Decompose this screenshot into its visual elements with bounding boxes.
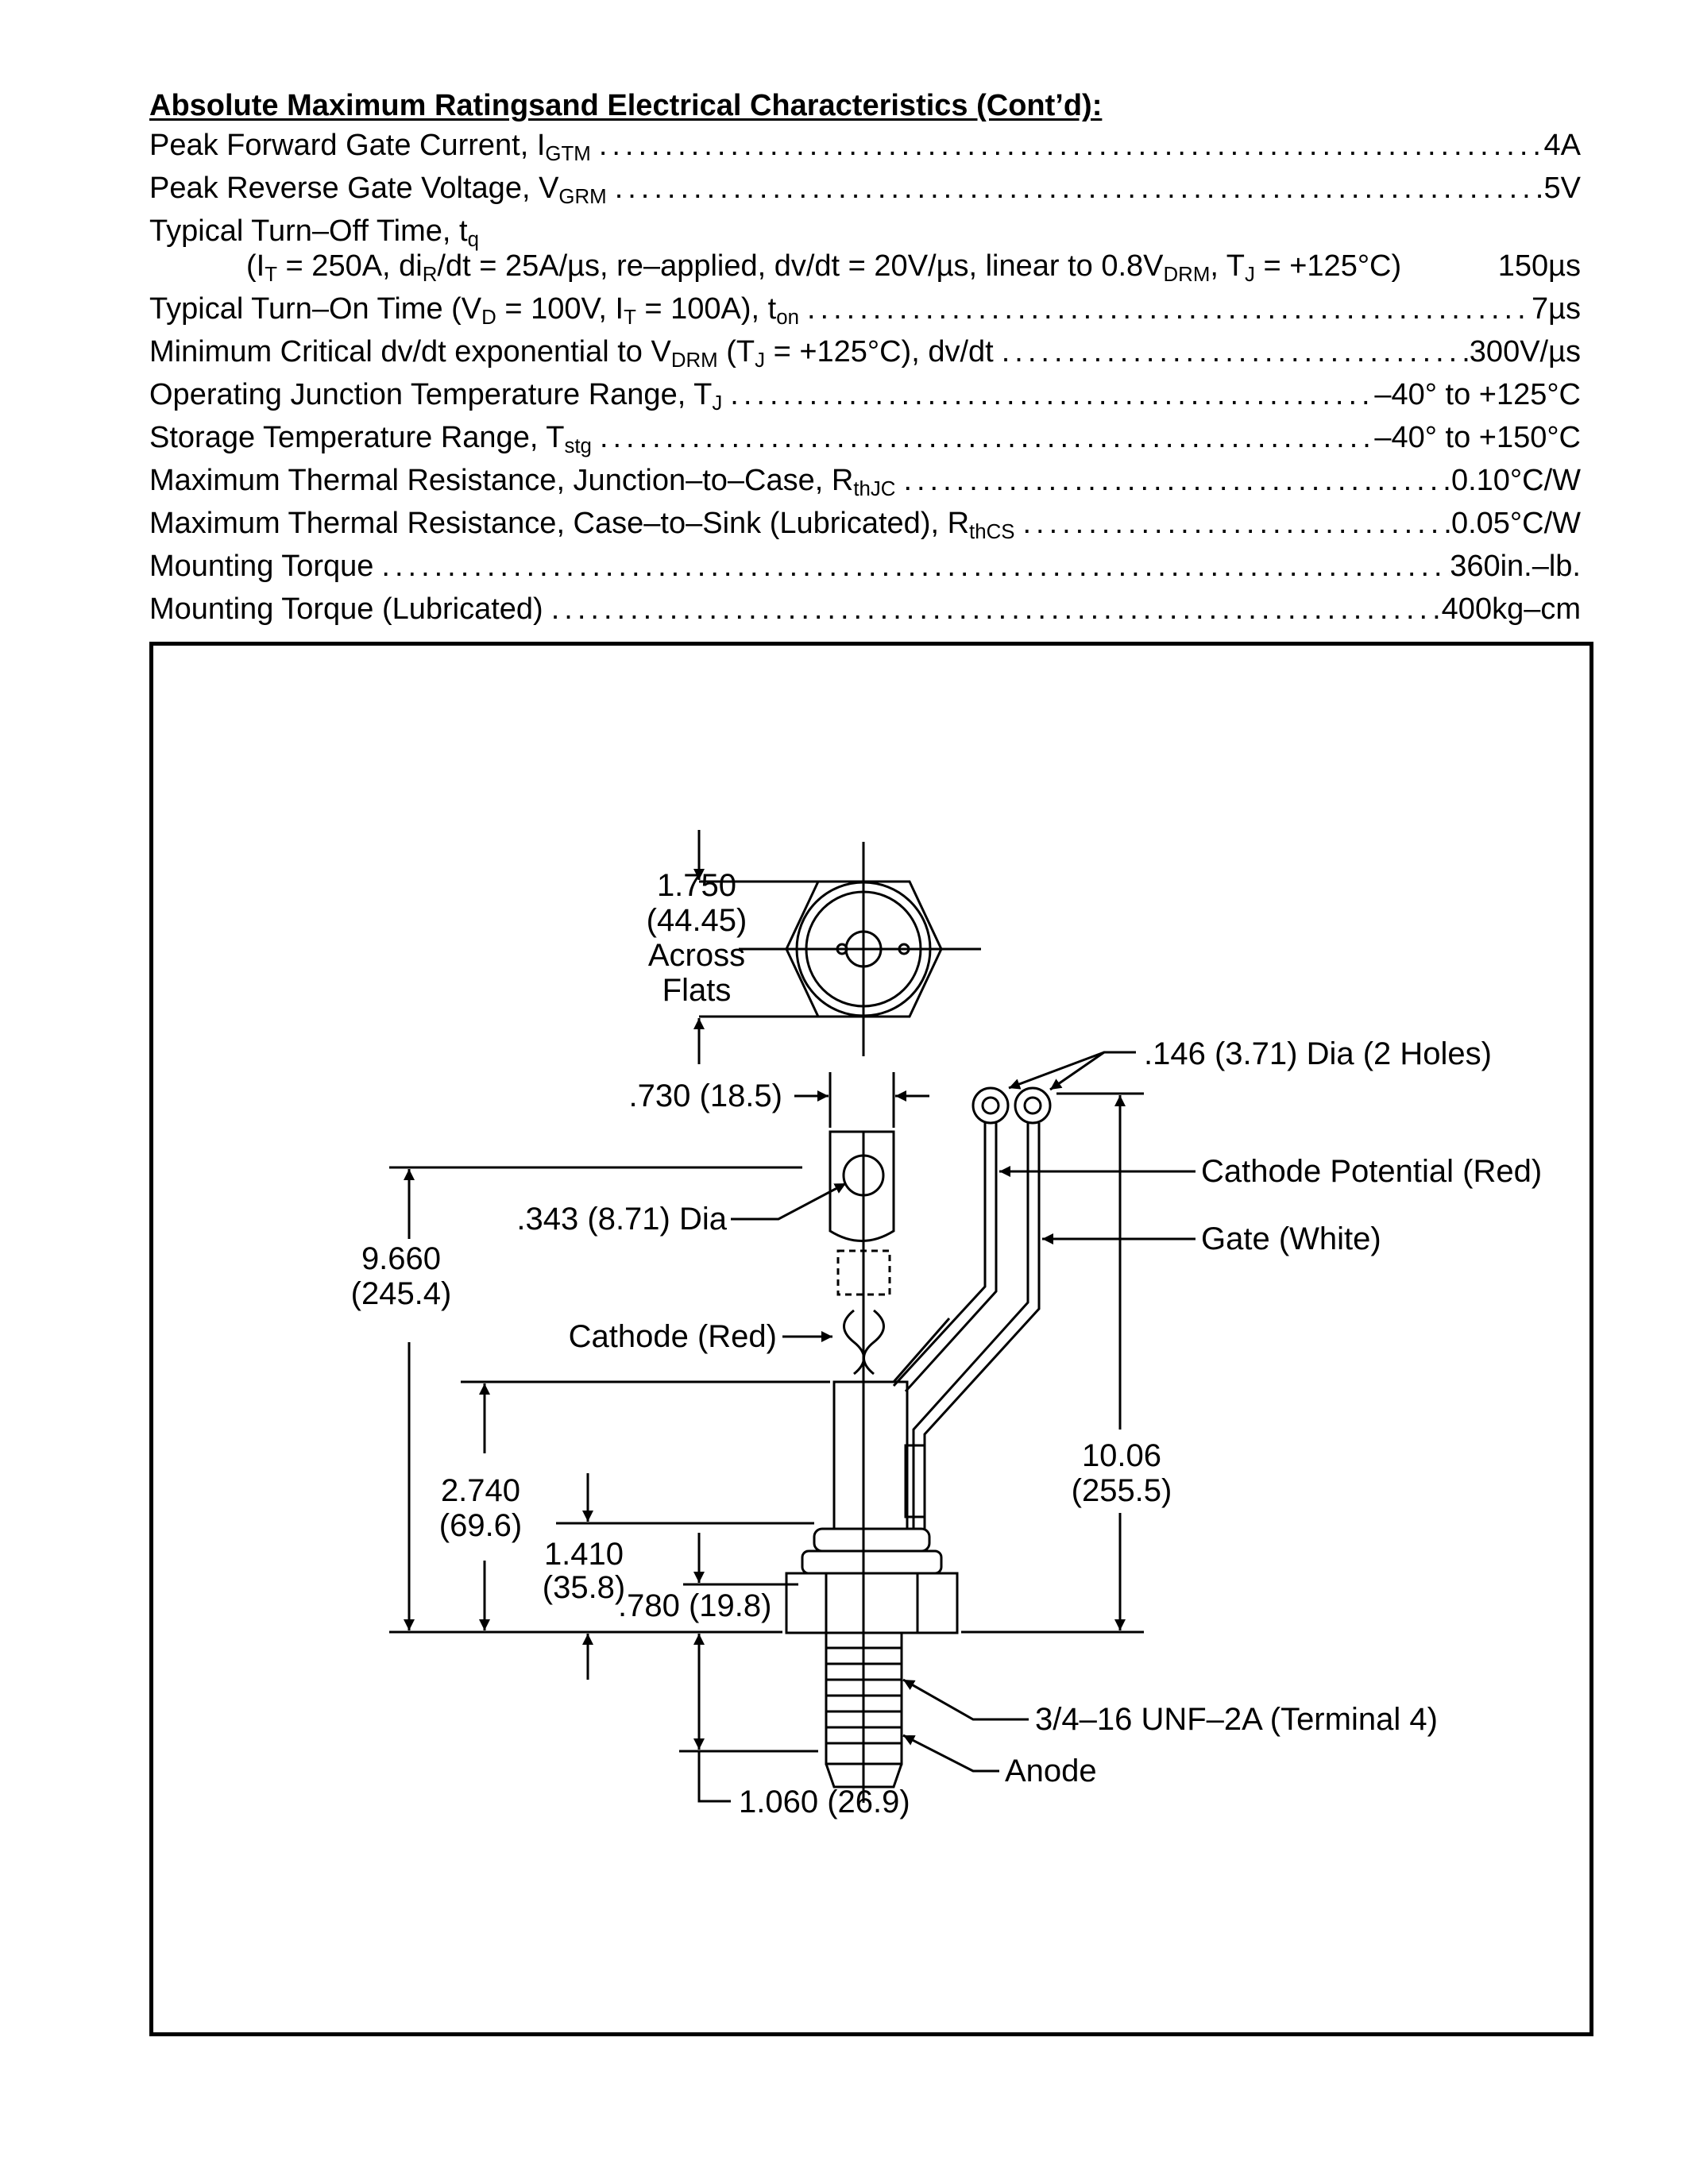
rating-value: 4A xyxy=(1543,129,1581,162)
lug-hole-label: .343 (8.71) Dia xyxy=(516,1202,727,1237)
leader-dots: ........................................… xyxy=(730,378,1375,411)
thyristor-body xyxy=(785,1380,959,1788)
stud-length-label: 1.060 (26.9) xyxy=(739,1785,910,1819)
rating-value: 400kg–cm xyxy=(1441,592,1581,626)
rating-label: Mounting Torque xyxy=(149,550,374,583)
rating-label: Peak Reverse Gate Voltage, VGRM xyxy=(149,172,607,209)
anode-leader xyxy=(902,1734,999,1773)
rating-value: 150µs xyxy=(1497,249,1581,283)
across-flats-dimension xyxy=(693,830,818,1064)
across-flats-label: Across xyxy=(648,938,745,973)
body-height-label: 2.740 xyxy=(441,1473,520,1508)
across-flats-label: (44.45) xyxy=(647,903,747,938)
leader-dots: ........................................… xyxy=(806,292,1532,326)
overall-length-right-label: 10.06 xyxy=(1082,1438,1161,1473)
leader-dots: ........................................… xyxy=(614,172,1544,205)
across-flats-label: Flats xyxy=(662,973,732,1008)
outline-drawing-frame xyxy=(149,642,1593,2036)
leader-dots: ........................................… xyxy=(1022,507,1451,540)
lug-width-label: .730 (18.5) xyxy=(629,1078,782,1113)
lug-hole-leader xyxy=(731,1182,847,1221)
rating-row: Minimum Critical dv/dt exponential to VD… xyxy=(149,335,1581,375)
rating-label: Typical Turn–On Time (VD = 100V, IT = 10… xyxy=(149,292,799,330)
rating-row: Peak Reverse Gate Voltage, VGRM ........… xyxy=(149,172,1581,211)
rating-value: –40° to +125°C xyxy=(1374,378,1581,411)
rating-row: Typical Turn–Off Time, tq xyxy=(149,214,1581,254)
rating-label: Typical Turn–Off Time, tq xyxy=(149,214,479,252)
rating-row: Mounting Torque ........................… xyxy=(149,550,1581,589)
leader-dots: ........................................… xyxy=(599,421,1375,454)
thread-leader xyxy=(902,1678,1029,1721)
top-view-hex-nut xyxy=(739,842,981,1056)
across-flats-label: 1.750 xyxy=(657,868,736,903)
anode-label: Anode xyxy=(1005,1754,1097,1788)
rating-value: 0.10°C/W xyxy=(1450,464,1581,497)
rating-value: –40° to +150°C xyxy=(1374,421,1581,454)
overall-length-right-dimension xyxy=(961,1092,1144,1634)
overall-length-left-label: 9.660 xyxy=(361,1241,441,1276)
terminal-lug xyxy=(829,1130,895,1803)
rating-row-conditions: (IT = 250A, diR/dt = 25A/µs, re–applied,… xyxy=(246,249,1581,289)
rating-label: Maximum Thermal Resistance, Case–to–Sink… xyxy=(149,507,1015,544)
rating-row: Typical Turn–On Time (VD = 100V, IT = 10… xyxy=(149,292,1581,332)
overall-length-right-label: (255.5) xyxy=(1072,1473,1172,1508)
rating-row: Peak Forward Gate Current, IGTM ........… xyxy=(149,129,1581,168)
rating-row: Operating Junction Temperature Range, TJ… xyxy=(149,378,1581,418)
gate-label: Gate (White) xyxy=(1201,1221,1381,1256)
gate-cathode-leads xyxy=(892,1086,1052,1529)
rating-row: Mounting Torque (Lubricated) ...........… xyxy=(149,592,1581,632)
rating-row: Storage Temperature Range, Tstg ........… xyxy=(149,421,1581,461)
hole-dia-leader xyxy=(1008,1051,1105,1090)
body-height-label: (69.6) xyxy=(439,1508,523,1543)
hole-dia-label: .146 (3.71) Dia (2 Holes) xyxy=(1144,1036,1492,1071)
rating-value: 7µs xyxy=(1531,292,1581,326)
thread-label: 3/4–16 UNF–2A (Terminal 4) xyxy=(1035,1702,1438,1737)
hex-height-dimension xyxy=(556,1473,814,1684)
section-heading: Absolute Maximum Ratingsand Electrical C… xyxy=(149,89,1103,122)
rating-row: Maximum Thermal Resistance, Case–to–Sink… xyxy=(149,507,1581,546)
leader-dots: ........................................… xyxy=(598,129,1544,162)
rating-label: Maximum Thermal Resistance, Junction–to–… xyxy=(149,464,896,501)
stud-length-dimension xyxy=(679,1684,818,1803)
hex-height2-label: .780 (19.8) xyxy=(618,1588,771,1623)
rating-label: (IT = 250A, diR/dt = 25A/µs, re–applied,… xyxy=(246,249,1402,287)
body-height-dimension xyxy=(461,1380,830,1630)
rating-value: 360in.–lb. xyxy=(1450,550,1581,583)
leader-dots: ........................................… xyxy=(381,550,1450,583)
leader-dots: ........................................… xyxy=(1001,335,1470,369)
rating-label: Operating Junction Temperature Range, TJ xyxy=(149,378,723,415)
rating-value: 5V xyxy=(1543,172,1581,205)
rating-value: 0.05°C/W xyxy=(1450,507,1581,540)
rating-label: Peak Forward Gate Current, IGTM xyxy=(149,129,591,166)
rating-label: Minimum Critical dv/dt exponential to VD… xyxy=(149,335,994,372)
hex-height-label: 1.410 xyxy=(544,1537,624,1572)
leader-dots: ........................................… xyxy=(903,464,1451,497)
rating-row: Maximum Thermal Resistance, Junction–to–… xyxy=(149,464,1581,504)
rating-label: Storage Temperature Range, Tstg xyxy=(149,421,592,458)
hole-dia-leader xyxy=(1049,1051,1136,1091)
lug-width-dimension xyxy=(794,1072,929,1128)
cathode-potential-label: Cathode Potential (Red) xyxy=(1201,1154,1542,1189)
rating-value: 300V/µs xyxy=(1469,335,1581,369)
overall-length-left-label: (245.4) xyxy=(351,1276,452,1311)
leader-dots: ........................................… xyxy=(550,592,1442,626)
hex-height-label: (35.8) xyxy=(543,1570,626,1605)
cathode-label: Cathode (Red) xyxy=(569,1319,777,1354)
rating-label: Mounting Torque (Lubricated) xyxy=(149,592,543,626)
overall-length-left-dimension xyxy=(389,1166,802,1634)
